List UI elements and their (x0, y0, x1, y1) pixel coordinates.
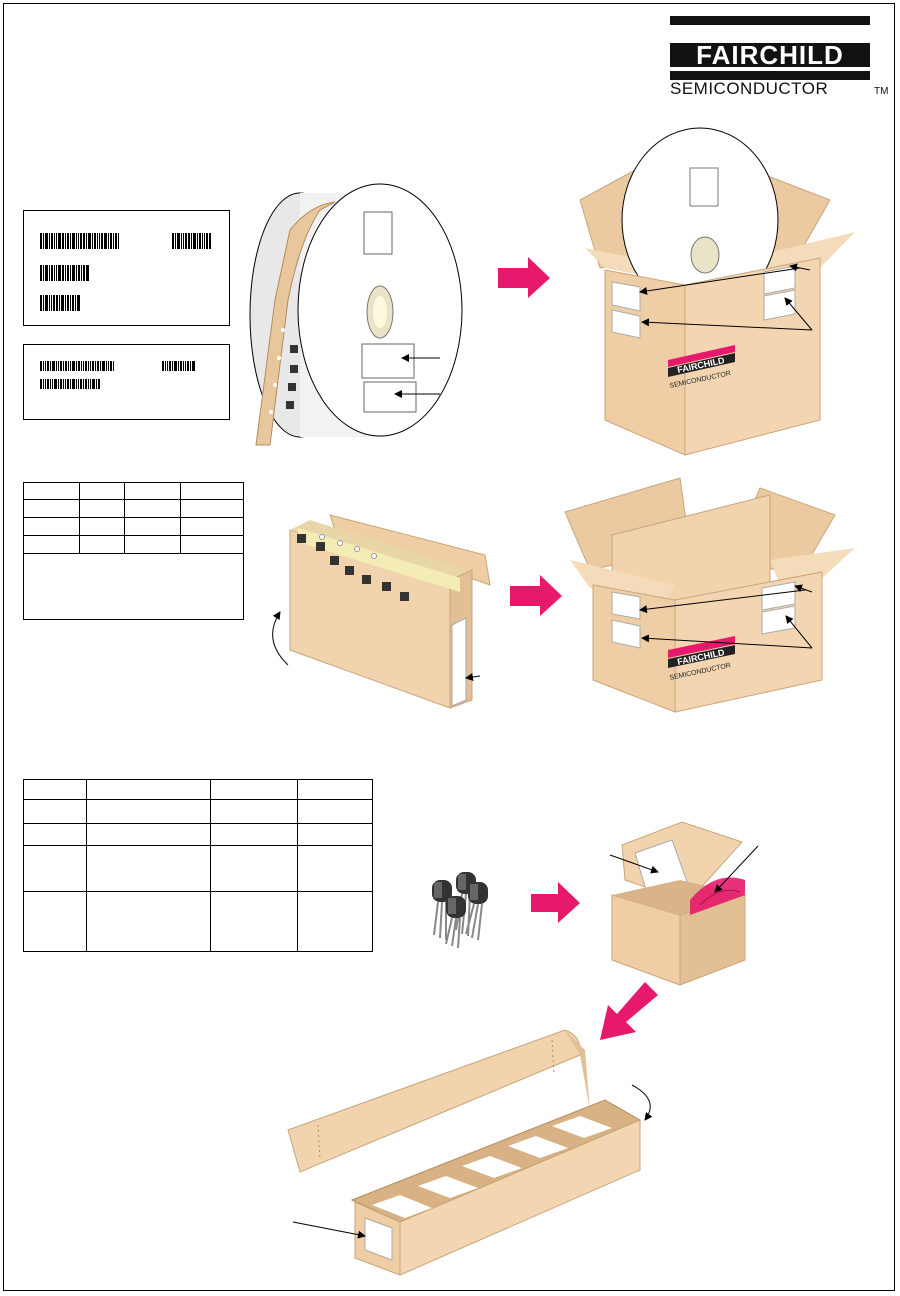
arrow-right-icon (498, 257, 550, 298)
arrow-down-left-icon (600, 982, 658, 1040)
shipping-box-icon (287, 1029, 653, 1276)
ammo-pack-icon (272, 514, 491, 709)
tape-reel-icon (249, 183, 463, 446)
logo-subtitle: SEMICONDUCTOR (670, 79, 829, 98)
barcode-icon (162, 361, 196, 371)
spec-table-ammo (23, 482, 244, 620)
arrow-right-icon (531, 882, 580, 923)
barcode-label-reel (23, 210, 230, 326)
page-border (3, 3, 895, 1291)
fairchild-logo: FAIRCHILD SEMICONDUCTOR TM (668, 16, 890, 98)
transistor-icon (432, 872, 488, 949)
barcode-icon (40, 233, 120, 249)
barcode-icon (40, 361, 115, 371)
shipping-box-icon: FAIRCHILD SEMICONDUCTOR (579, 127, 855, 456)
barcode-icon (40, 379, 101, 389)
barcode-label-box (23, 344, 230, 420)
shipping-box-icon: FAIRCHILD SEMICONDUCTOR (564, 477, 855, 713)
spec-table-bulk (23, 779, 373, 952)
barcode-icon (40, 295, 81, 311)
logo-bar-bottom (670, 71, 870, 80)
barcode-icon (40, 265, 90, 281)
barcode-icon (172, 233, 212, 249)
arrow-right-icon (510, 575, 562, 616)
logo-brand: FAIRCHILD (670, 42, 870, 68)
logo-bar-top (670, 16, 870, 25)
shipping-box-icon (609, 821, 759, 986)
logo-trademark: TM (874, 86, 889, 97)
